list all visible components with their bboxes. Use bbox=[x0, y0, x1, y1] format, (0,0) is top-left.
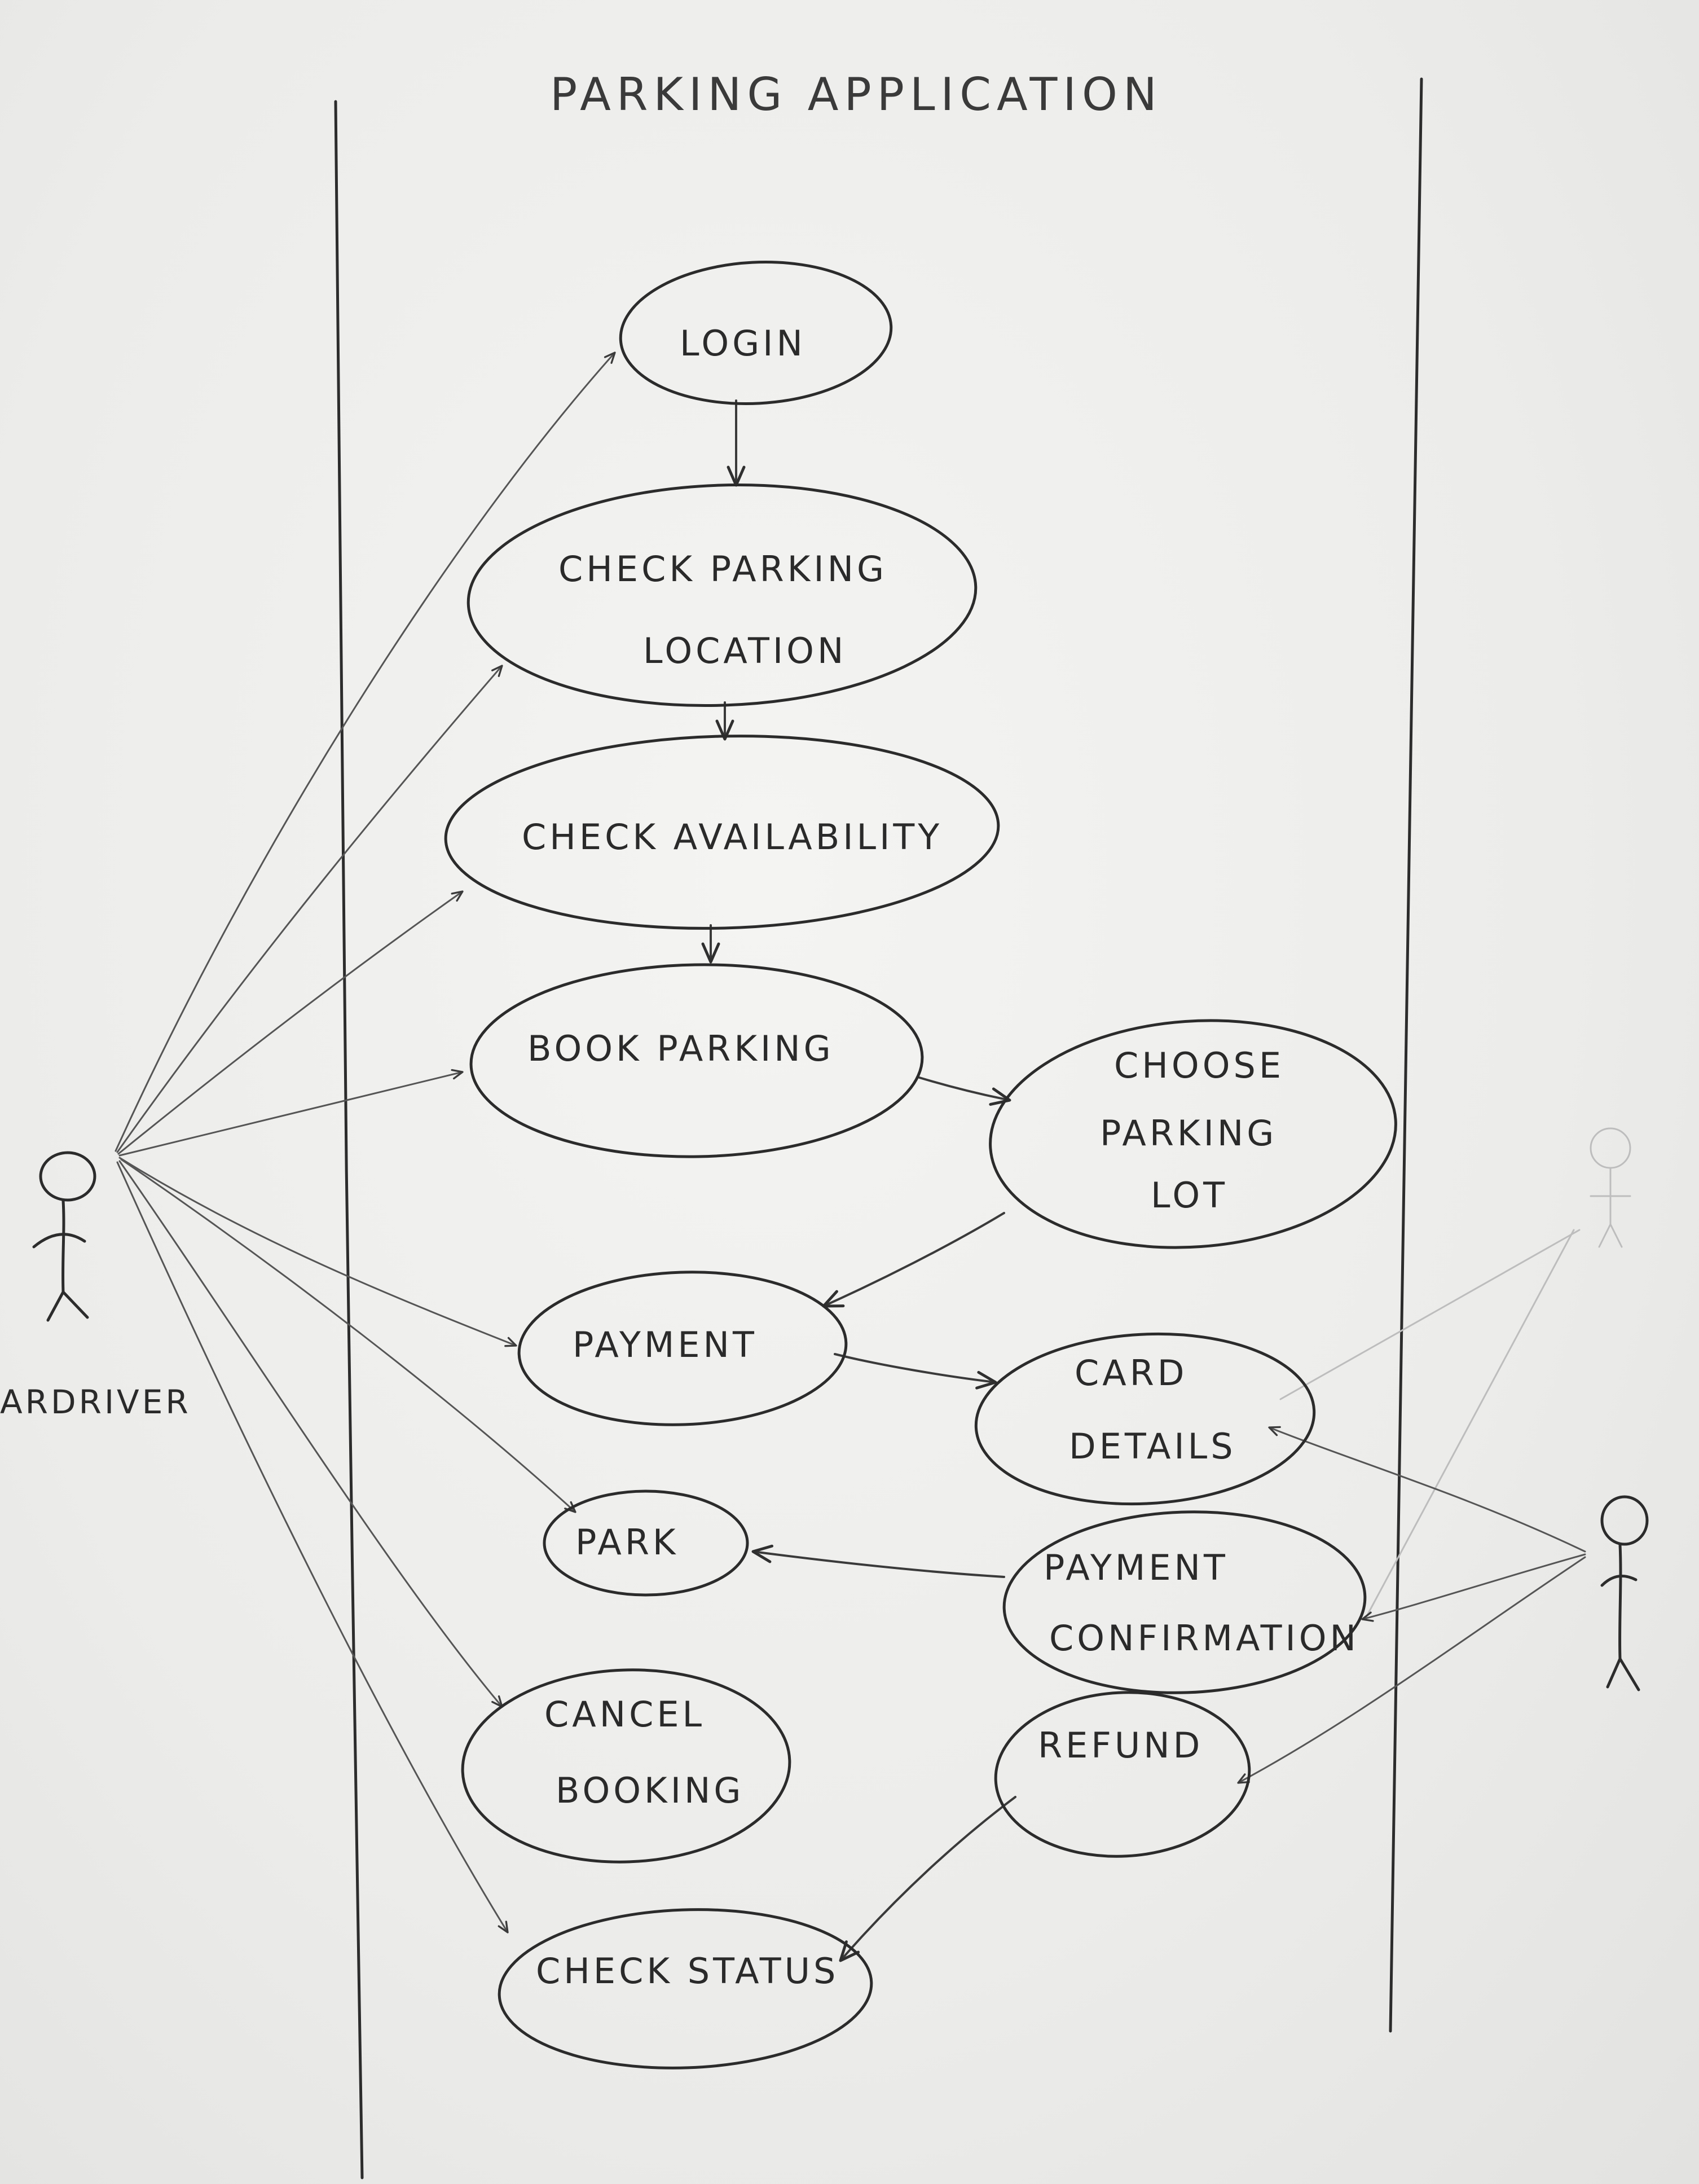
use-case-cancel-booking: CANCEL BOOKING bbox=[461, 1668, 791, 1864]
use-case-check-availability-label: CHECK AVAILABILITY bbox=[522, 816, 943, 858]
use-case-book-parking-label: BOOK PARKING bbox=[527, 1028, 834, 1069]
assoc-driver-check-location bbox=[116, 665, 503, 1153]
assoc-driver-park bbox=[120, 1158, 576, 1513]
use-case-check-availability-ellipse bbox=[444, 735, 1000, 930]
use-case-cancel-booking-ellipse bbox=[461, 1668, 791, 1864]
admin-associations bbox=[1237, 1426, 1586, 1784]
use-case-book-parking: BOOK PARKING bbox=[469, 963, 924, 1158]
use-case-login-label: LOGIN bbox=[680, 323, 806, 364]
use-case-check-availability: CHECK AVAILABILITY bbox=[444, 735, 1000, 930]
use-case-check-status-label: CHECK STATUS bbox=[536, 1950, 839, 1992]
system-boundary-left bbox=[334, 100, 364, 2179]
use-case-check-location-label-1: CHECK PARKING bbox=[558, 548, 887, 590]
use-case-payment-confirmation-label-1: PAYMENT bbox=[1044, 1547, 1229, 1588]
stick-figure-driver bbox=[32, 1151, 96, 1322]
assoc-admin-refund bbox=[1237, 1556, 1586, 1784]
use-case-choose-lot-ellipse bbox=[989, 1019, 1397, 1249]
use-case-card-details-label-1: CARD bbox=[1075, 1352, 1188, 1394]
use-case-payment-confirmation-label-2: CONFIRMATION bbox=[1049, 1618, 1359, 1659]
use-case-park-ellipse bbox=[543, 1489, 749, 1597]
driver-associations bbox=[115, 351, 616, 1933]
actor-driver-label: ARDRIVER bbox=[0, 1383, 191, 1421]
flow-arrows bbox=[701, 399, 1016, 1962]
use-case-choose-lot: CHOOSE PARKING LOT bbox=[989, 1019, 1397, 1249]
assoc-driver-check-status bbox=[116, 1161, 509, 1933]
assoc-driver-book-parking bbox=[118, 1069, 464, 1157]
use-case-choose-lot-label-3: LOT bbox=[1151, 1175, 1228, 1216]
use-case-park: PARK bbox=[543, 1489, 749, 1597]
flow-book-to-choose-lot bbox=[918, 1076, 1011, 1106]
system-boundary-right bbox=[1389, 77, 1423, 2033]
actor-admin bbox=[1600, 1495, 1649, 1691]
use-case-login-ellipse bbox=[619, 261, 893, 405]
use-case-check-status-ellipse bbox=[498, 1908, 873, 2069]
diagram-title: PARKING APPLICATION bbox=[550, 68, 1163, 121]
use-case-cancel-booking-label-2: BOOKING bbox=[556, 1770, 744, 1811]
use-case-check-status: CHECK STATUS bbox=[498, 1908, 873, 2069]
faint-actor-figure bbox=[1279, 1127, 1631, 1620]
use-case-choose-lot-label-1: CHOOSE bbox=[1114, 1045, 1284, 1086]
use-case-check-location-label-2: LOCATION bbox=[643, 630, 847, 671]
use-case-refund-label: REFUND bbox=[1038, 1725, 1203, 1766]
use-case-choose-lot-label-2: PARKING bbox=[1100, 1113, 1277, 1154]
assoc-driver-check-availability bbox=[117, 890, 464, 1155]
flow-payment-to-card bbox=[834, 1353, 997, 1390]
assoc-admin-card-details bbox=[1268, 1426, 1586, 1553]
assoc-driver-cancel-booking bbox=[118, 1160, 503, 1708]
use-case-card-details-label-2: DETAILS bbox=[1069, 1426, 1236, 1467]
use-case-payment-label: PAYMENT bbox=[573, 1324, 758, 1365]
use-case-payment-confirmation: PAYMENT CONFIRMATION bbox=[1002, 1510, 1367, 1694]
use-case-card-details-ellipse bbox=[974, 1332, 1316, 1506]
assoc-driver-login bbox=[115, 351, 616, 1152]
assoc-admin-payment-confirmation bbox=[1361, 1553, 1586, 1622]
flow-refund-to-status bbox=[839, 1796, 1016, 1962]
flow-confirmation-to-park bbox=[751, 1544, 1005, 1578]
use-case-park-label: PARK bbox=[575, 1522, 679, 1563]
flow-choose-lot-to-payment bbox=[822, 1212, 1005, 1308]
use-case-login: LOGIN bbox=[619, 261, 893, 405]
use-case-payment-confirmation-ellipse bbox=[1002, 1510, 1367, 1694]
assoc-driver-payment bbox=[118, 1157, 517, 1347]
stick-figure-admin bbox=[1600, 1495, 1649, 1691]
use-case-check-location-ellipse bbox=[466, 483, 978, 708]
use-case-check-location: CHECK PARKING LOCATION bbox=[466, 483, 978, 708]
use-case-cancel-booking-label-1: CANCEL bbox=[544, 1694, 705, 1735]
use-case-payment: PAYMENT bbox=[517, 1271, 848, 1426]
use-case-refund: REFUND bbox=[994, 1691, 1251, 1858]
use-case-card-details: CARD DETAILS bbox=[974, 1332, 1316, 1506]
use-case-refund-ellipse bbox=[994, 1691, 1251, 1858]
use-case-book-parking-ellipse bbox=[469, 963, 924, 1158]
use-case-payment-ellipse bbox=[517, 1271, 848, 1426]
actor-driver: ARDRIVER bbox=[0, 1151, 191, 1421]
